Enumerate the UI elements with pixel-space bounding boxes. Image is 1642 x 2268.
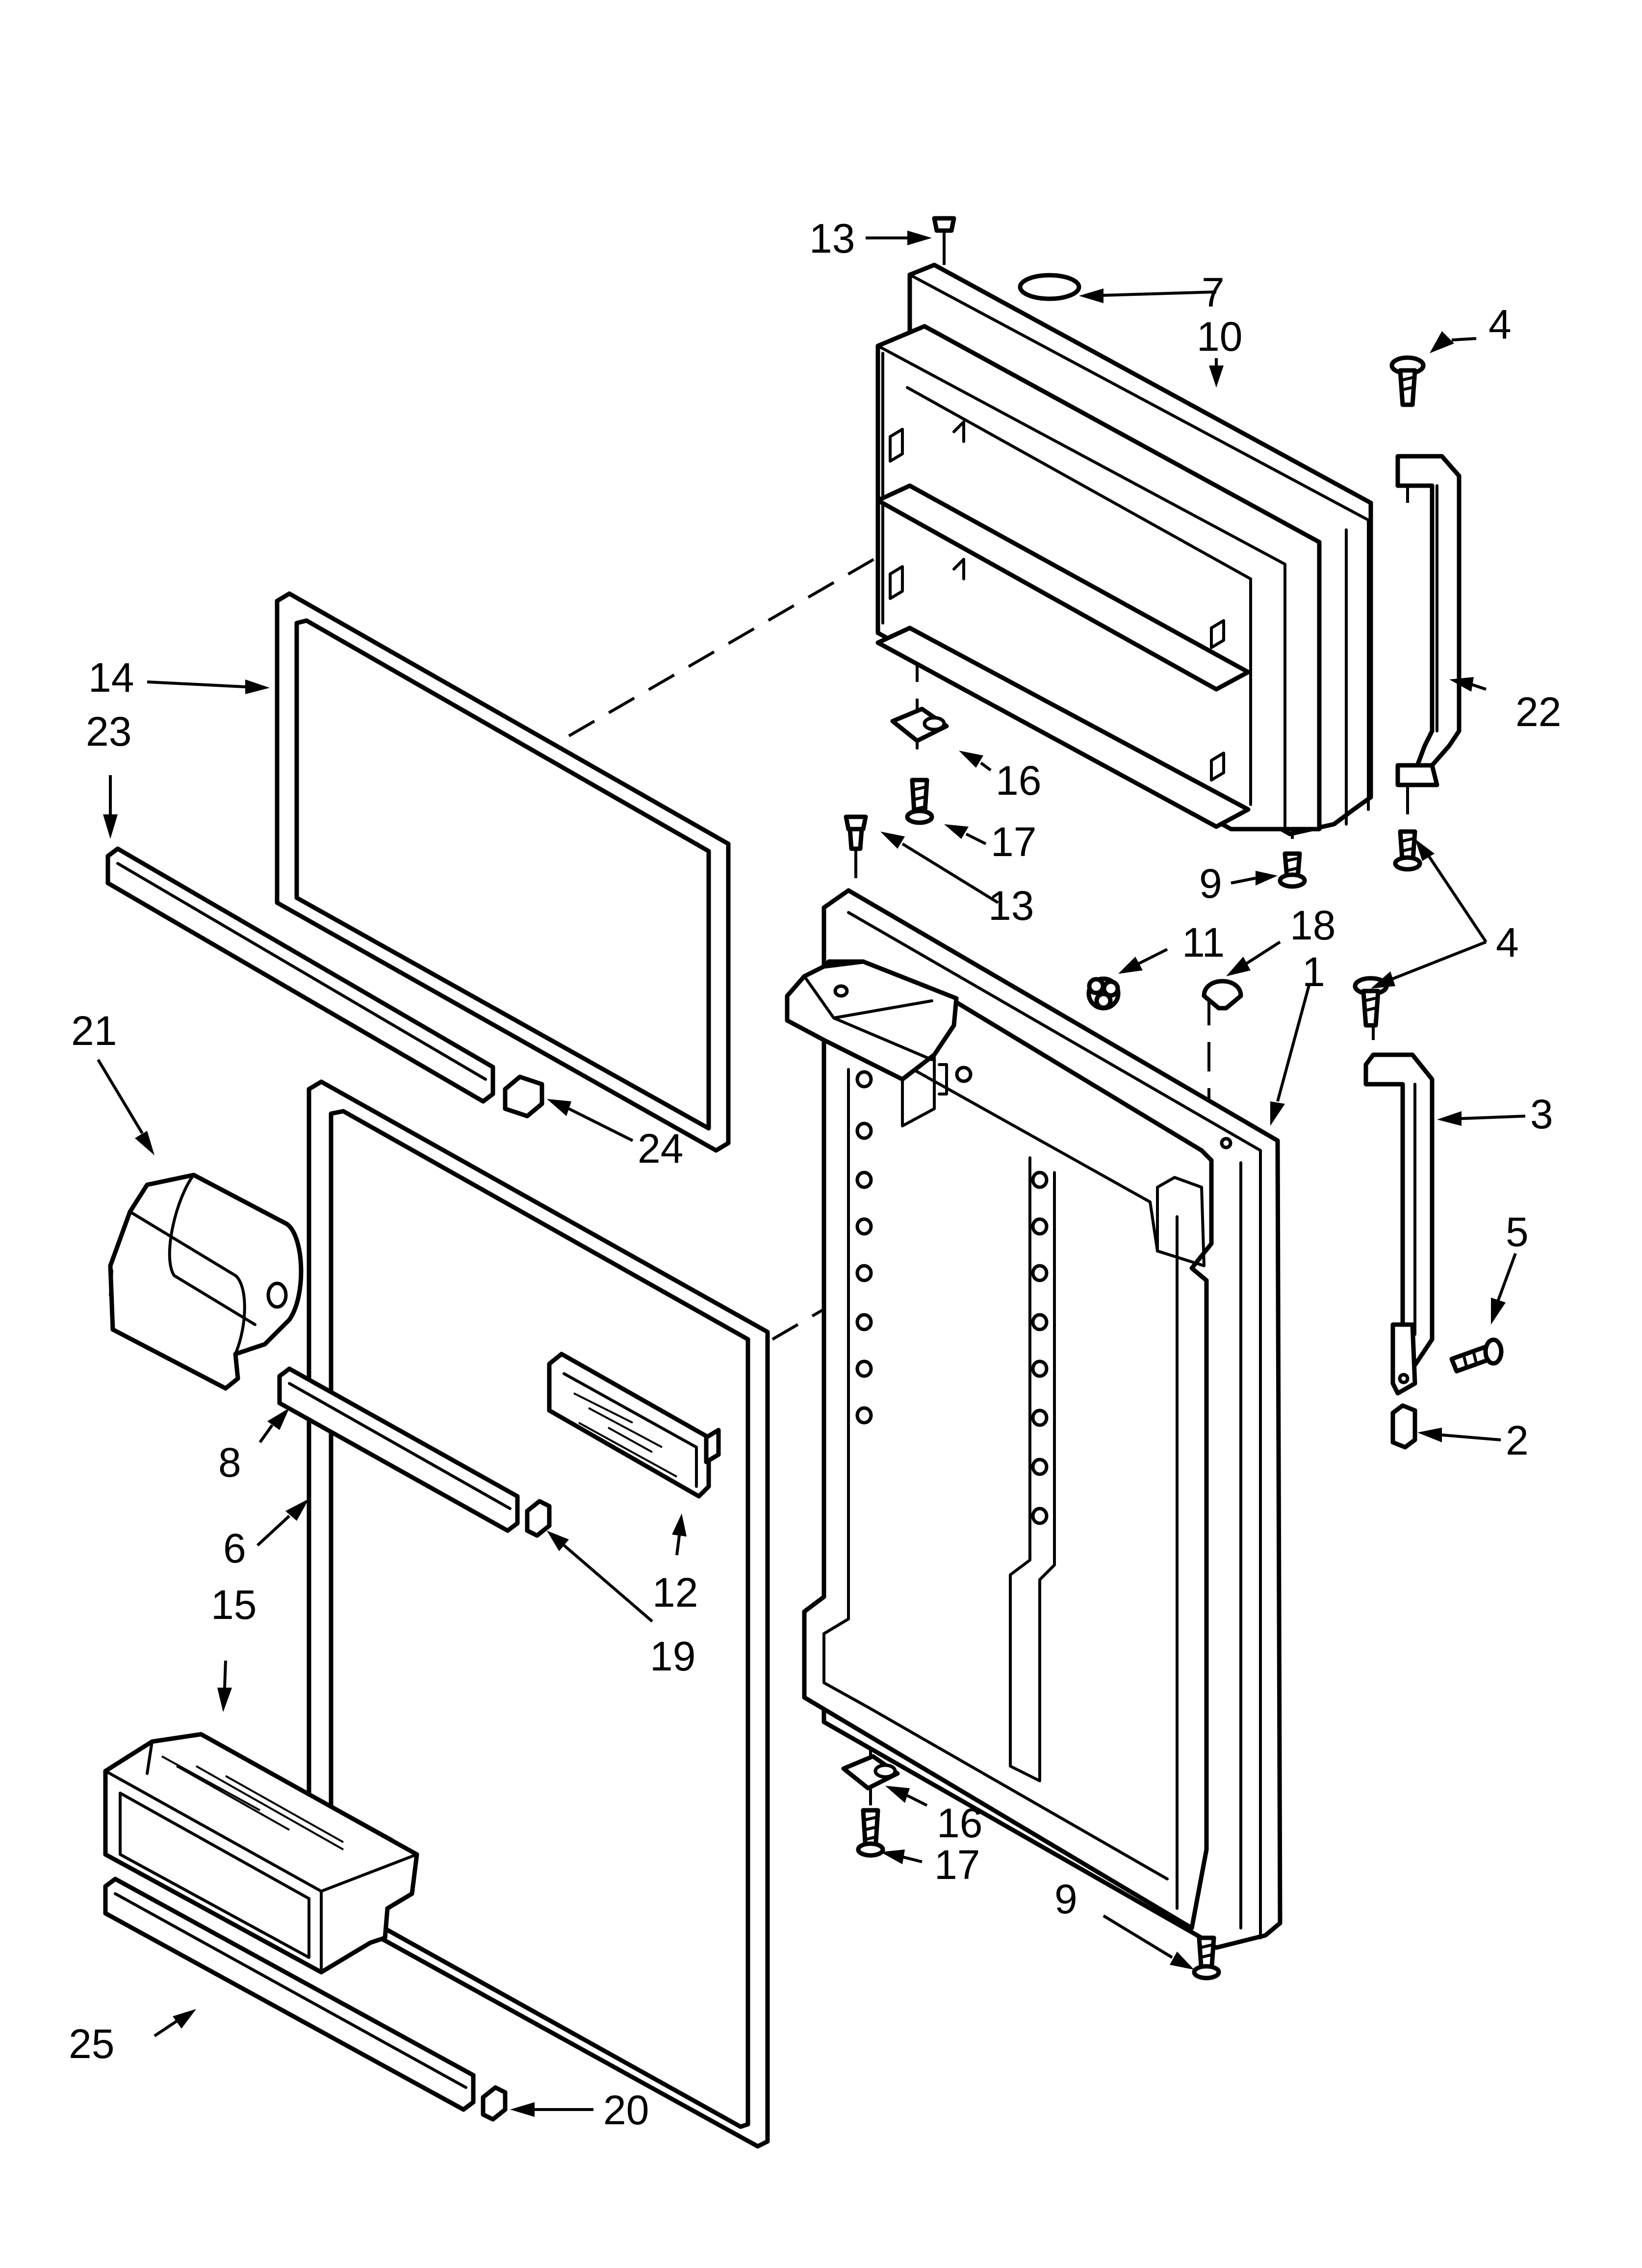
screw-4-top: [1389, 355, 1426, 407]
screw-5: [1449, 1337, 1504, 1374]
callout-5: 5: [1506, 1209, 1529, 1255]
callout-23: 23: [86, 708, 131, 755]
freezer-door: [875, 262, 1373, 836]
callout-9-top: 9: [1199, 860, 1222, 907]
callout-25: 25: [69, 2021, 114, 2067]
clip-24: [503, 1074, 544, 1119]
callout-9-bottom: 9: [1054, 1876, 1078, 1922]
freezer-gasket-14: [275, 591, 731, 1153]
callout-21: 21: [71, 1008, 117, 1054]
pin-13-middle: [844, 814, 868, 851]
hinge-16-bottom: [841, 1754, 900, 1791]
callout-16-top: 16: [996, 757, 1041, 804]
screw-17-top: [905, 778, 934, 825]
plug-11: [1086, 976, 1121, 1011]
callout-2: 2: [1506, 1417, 1529, 1463]
callout-16-bottom: 16: [937, 1800, 982, 1846]
can-rack-21: [108, 1173, 304, 1391]
leader-lines: [97, 231, 1526, 2117]
callout-20: 20: [603, 2087, 649, 2133]
callout-12: 12: [652, 1569, 698, 1616]
callout-17-bottom: 17: [934, 1842, 980, 1888]
screw-4-middle: [1353, 976, 1389, 1028]
callout-14: 14: [88, 654, 134, 701]
callout-18: 18: [1290, 902, 1335, 948]
shelf-stops-right: [1031, 1171, 1049, 1525]
clip-20: [481, 2085, 508, 2122]
callout-4-lower: 4: [1496, 919, 1519, 965]
fresh-food-door: [785, 888, 1283, 1950]
callout-labels: 13 7 10 4 14 23 16 22 17 9 13 18 11 4 1 …: [69, 215, 1561, 2133]
dairy-door-12: [547, 1352, 721, 1499]
callout-6: 6: [223, 1525, 246, 1571]
callout-1: 1: [1302, 949, 1325, 995]
clip-19: [525, 1499, 552, 1538]
pin-13-top: [932, 216, 956, 244]
freezer-handle-22: [1395, 454, 1462, 787]
shelf-stops-left: [855, 1070, 873, 1425]
callout-8: 8: [218, 1439, 241, 1486]
hinge-16-top: [890, 706, 949, 750]
callout-24: 24: [638, 1125, 683, 1172]
plug-18: [1202, 979, 1243, 1011]
callout-17-top: 17: [991, 819, 1036, 865]
fresh-food-handle-3: [1363, 1052, 1435, 1396]
door-top-hole: [1220, 1137, 1232, 1149]
callout-4-top: 4: [1488, 301, 1512, 347]
callout-15: 15: [211, 1582, 257, 1628]
plug-7: [1018, 273, 1081, 301]
trim-8: [277, 1366, 520, 1533]
callout-22: 22: [1515, 689, 1561, 735]
callout-11: 11: [1182, 919, 1225, 965]
door-bin-15: [103, 1732, 419, 1975]
callout-13-middle: 13: [988, 883, 1034, 929]
screw-17-bottom: [856, 1808, 885, 1858]
screw-9-top: [1278, 851, 1307, 889]
bracket-2: [1390, 1403, 1417, 1450]
trim-23: [105, 846, 495, 1104]
trim-25: [103, 1877, 476, 2112]
screw-4-lower: [1393, 829, 1422, 872]
callout-19: 19: [650, 1633, 695, 1679]
callout-13-top: 13: [809, 215, 855, 261]
screw-9-bottom: [1192, 1935, 1221, 1981]
callout-7: 7: [1202, 269, 1225, 315]
callout-3: 3: [1530, 1091, 1553, 1137]
fresh-food-gasket-6: [307, 1079, 770, 2149]
callout-10: 10: [1197, 313, 1242, 360]
